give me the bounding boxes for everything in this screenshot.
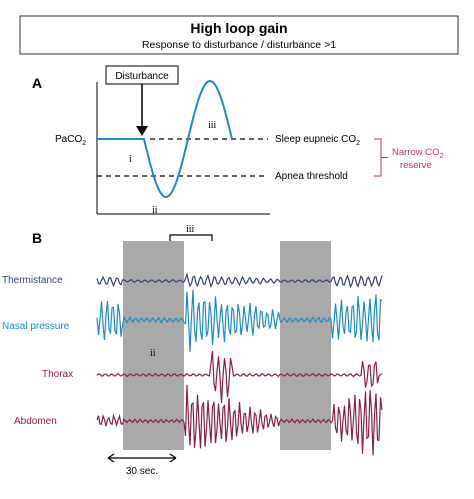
marker-i: i <box>129 154 132 165</box>
marker-ii-a: ii <box>152 205 158 216</box>
panel-b-label: B <box>32 230 42 246</box>
marker-iii-b: iii <box>186 224 195 235</box>
reserve-label-line1: Narrow CO2 <box>392 147 444 160</box>
nasal-pressure-trace <box>96 289 383 352</box>
shaded-period-1 <box>123 241 184 450</box>
marker-iii-bracket <box>169 234 213 241</box>
scale-bar-arrows <box>107 453 177 463</box>
disturbance-label: Disturbance <box>115 71 169 82</box>
sleep-eupneic-label: Sleep eupneic CO2 <box>275 134 360 147</box>
figure-subtitle: Response to disturbance / disturbance >1 <box>142 39 336 51</box>
apnea-threshold-label: Apnea threshold <box>275 171 348 182</box>
thermistance-trace <box>96 272 383 289</box>
panel-a-label: A <box>32 75 42 91</box>
marker-ii-b: ii <box>150 348 156 359</box>
signal-label-nasal-pressure: Nasal pressure <box>2 321 70 332</box>
paco2-oscillation-curve <box>97 79 233 199</box>
signal-label-thorax: Thorax <box>42 369 73 380</box>
scale-label: 30 sec. <box>126 466 158 477</box>
paco2-label: PaCO2 <box>55 134 86 147</box>
reserve-label-line2: reserve <box>400 160 432 171</box>
disturbance-arrow-head <box>136 126 148 136</box>
marker-iii-a: iii <box>208 120 217 131</box>
header-box <box>19 15 459 55</box>
thorax-trace <box>96 350 383 404</box>
reserve-bracket <box>374 138 388 177</box>
abdomen-trace <box>96 384 383 456</box>
signal-label-thermistance: Thermistance <box>2 275 63 286</box>
shaded-period-2 <box>280 241 331 450</box>
signal-label-abdomen: Abdomen <box>14 416 57 427</box>
figure-title: High loop gain <box>190 20 287 36</box>
